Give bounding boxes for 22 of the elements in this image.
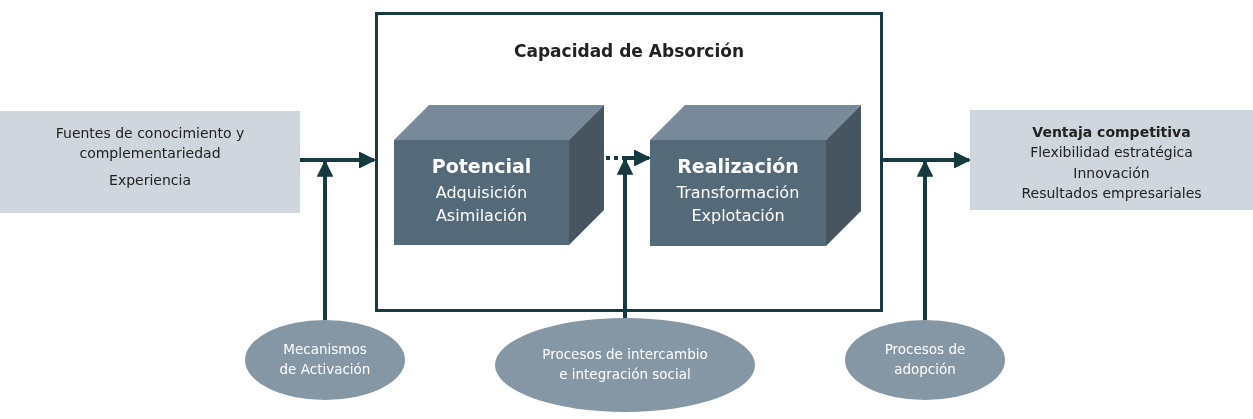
frame-title: Capacidad de Absorción: [513, 40, 745, 63]
node-text: Flexibilidad estratégica: [1029, 143, 1194, 163]
text-box: [0, 111, 300, 213]
node-text: Procesos de intercambio e integración social: [541, 345, 709, 384]
node-text: Innovación: [1072, 163, 1151, 183]
node-text: Resultados empresariales: [1020, 183, 1203, 203]
block-item: Asimilación: [434, 204, 529, 227]
node-text: Procesos de adopción: [883, 340, 967, 379]
arrow: [917, 152, 971, 320]
arrow: [617, 150, 651, 318]
block-item: Adquisición: [434, 181, 529, 204]
block-item: Explotación: [690, 204, 786, 227]
node-text: Mecanismos de Activación: [278, 340, 372, 379]
block-title: Realización: [676, 154, 800, 179]
node-text: Fuentes de conocimiento y complementariedad: [54, 124, 246, 164]
box-heading: Ventaja competitiva: [1031, 123, 1192, 142]
block-item: Transformación: [675, 181, 801, 204]
text-box: [970, 110, 1253, 210]
node-text: Experiencia: [108, 170, 192, 190]
arrow: [317, 152, 375, 320]
frame-box: [375, 12, 883, 312]
block-title: Potencial: [430, 154, 533, 179]
